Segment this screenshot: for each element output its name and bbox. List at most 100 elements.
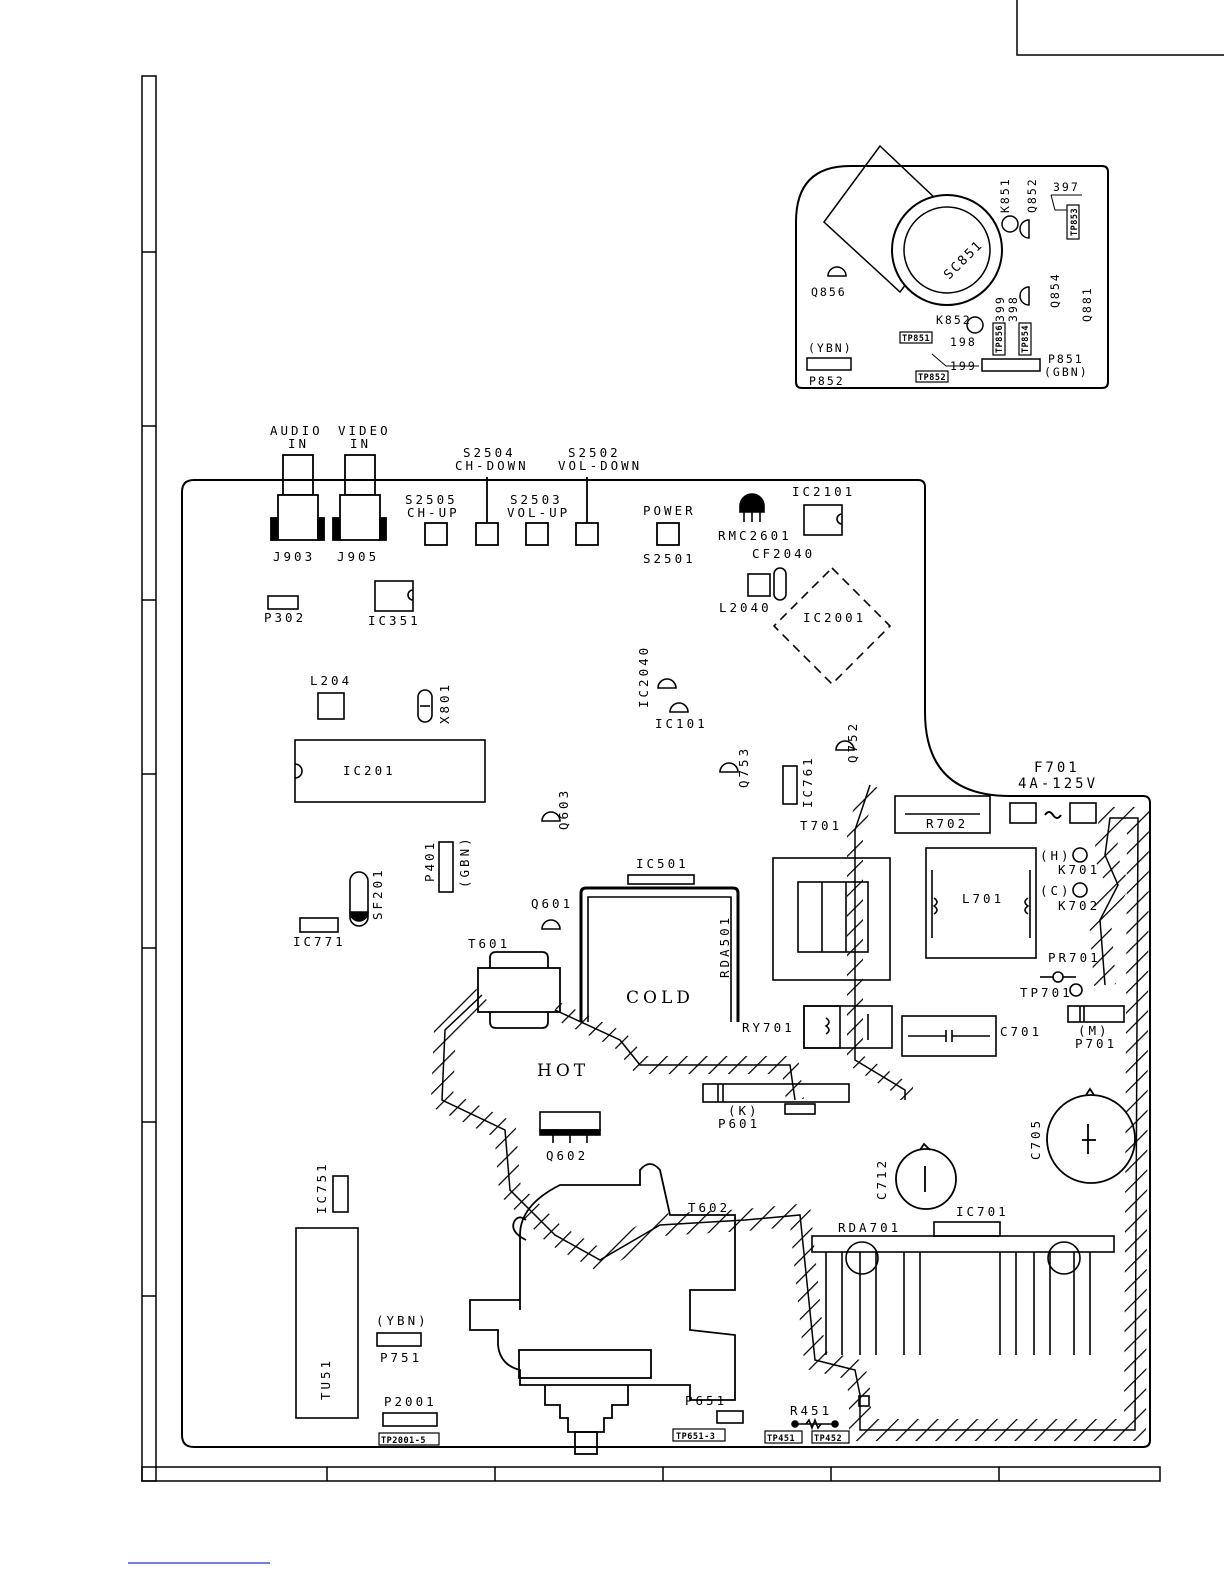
label-f701: F701 [1034,760,1080,776]
label-ch-up: CH-UP [407,505,460,520]
label-q603: Q603 [556,788,571,830]
label-ch-down: CH-DOWN [455,458,529,473]
t602-flyback [469,1163,736,1455]
remote-receiver-board: K851 Q852 397 TP853 SC851 Q856 Q854 Q881… [795,144,1109,389]
label-j903: J903 [273,549,315,564]
label-k852: K852 [936,313,972,327]
label-c705: C705 [1028,1118,1043,1160]
label-p651: P651 [685,1393,727,1408]
label-ic501: IC501 [636,856,689,871]
label-c701: C701 [1000,1024,1042,1039]
label-ry701: RY701 [742,1020,795,1035]
label-j905: J905 [337,549,379,564]
label-q881: Q881 [1080,286,1094,322]
label-p751: P751 [380,1350,422,1365]
label-s2503: S2503 [510,492,563,507]
label-ic761: IC761 [800,755,815,808]
front-switches [424,477,680,546]
label-l701: L701 [962,891,1004,906]
label-399: 399 [993,295,1007,322]
label-k701: K701 [1058,862,1100,877]
label-rda701: RDA701 [838,1220,901,1235]
label-q852: Q852 [1025,177,1039,213]
label-pr701: PR701 [1048,950,1101,965]
label-tp851: TP851 [902,334,930,344]
label-p851: P851 [1048,352,1084,366]
label-tp856: TP856 [995,325,1005,353]
ic501-heatsink [579,874,740,1022]
label-ic751: IC751 [314,1161,329,1214]
label-m: (M) [1078,1023,1110,1038]
label-r702: R702 [926,816,968,831]
sensor-ring [891,194,1003,306]
label-audio-in-2: IN [288,436,309,451]
label-gbn-remote: (GBN) [1044,365,1089,379]
label-hot: HOT [537,1061,589,1081]
label-sf201: SF201 [370,867,385,920]
rda701-heatsink [811,1221,1115,1407]
label-vol-up: VOL-UP [507,505,570,520]
label-power: POWER [643,503,696,518]
label-cf2040: CF2040 [752,546,815,561]
label-tp853: TP853 [1070,208,1080,236]
label-q752: Q752 [845,721,860,763]
label-ic701: IC701 [956,1204,1009,1219]
label-q753: Q753 [736,746,751,788]
label-cold: COLD [626,988,694,1008]
label-audio-in: AUDIO [270,423,323,438]
label-p401-gbn: (GBN) [457,835,472,888]
label-p401: P401 [422,840,437,882]
label-ic2101: IC2101 [792,484,855,499]
label-q601: Q601 [531,896,573,911]
av-jacks [270,454,387,541]
label-h: (H) [1040,848,1072,863]
label-video-in: VIDEO [338,423,391,438]
label-k: (K) [728,1103,760,1118]
page-frame [141,0,1224,1482]
label-rmc2601: RMC2601 [718,528,792,543]
label-s2502: S2502 [568,445,621,460]
label-198: 198 [950,335,977,349]
label-ybn-remote: (YBN) [808,341,853,355]
label-ybn-main: (YBN) [376,1313,429,1328]
label-vol-down: VOL-DOWN [558,458,642,473]
sensor-lens [903,206,991,294]
label-tp651: TP651-3 [676,1432,715,1442]
label-p852: P852 [809,374,845,388]
label-p302: P302 [264,610,306,625]
label-ic351: IC351 [368,613,421,628]
label-f701-rating: 4A-125V [1018,776,1098,792]
label-q854: Q854 [1048,272,1062,308]
label-x801: X801 [437,682,452,724]
label-t601: T601 [468,936,510,951]
label-ic2001: IC2001 [803,610,866,625]
label-tp852: TP852 [918,373,946,383]
label-k702: K702 [1058,898,1100,913]
label-r451: R451 [790,1403,832,1418]
label-k851: K851 [998,177,1012,213]
label-c712: C712 [874,1158,889,1200]
label-s2505: S2505 [405,492,458,507]
label-199: 199 [950,359,977,373]
label-rda501: RDA501 [717,915,732,978]
label-l2040: L2040 [719,600,772,615]
label-q602: Q602 [546,1148,588,1163]
label-tp451: TP451 [767,1434,795,1444]
label-tp854: TP854 [1021,325,1031,353]
label-video-in-2: IN [350,436,371,451]
label-p701: P701 [1075,1036,1117,1051]
label-ic201: IC201 [343,763,396,778]
label-l204: L204 [310,673,352,688]
label-tp452: TP452 [814,1434,842,1444]
label-c: (C) [1040,883,1072,898]
label-tp701: TP701 [1020,985,1073,1000]
label-t701: T701 [800,818,842,833]
label-tu51: TU51 [318,1358,333,1400]
label-p601: P601 [718,1116,760,1131]
label-s2504: S2504 [463,445,516,460]
label-ic101: IC101 [655,716,708,731]
label-q856: Q856 [811,285,847,299]
label-398: 398 [1006,295,1020,322]
